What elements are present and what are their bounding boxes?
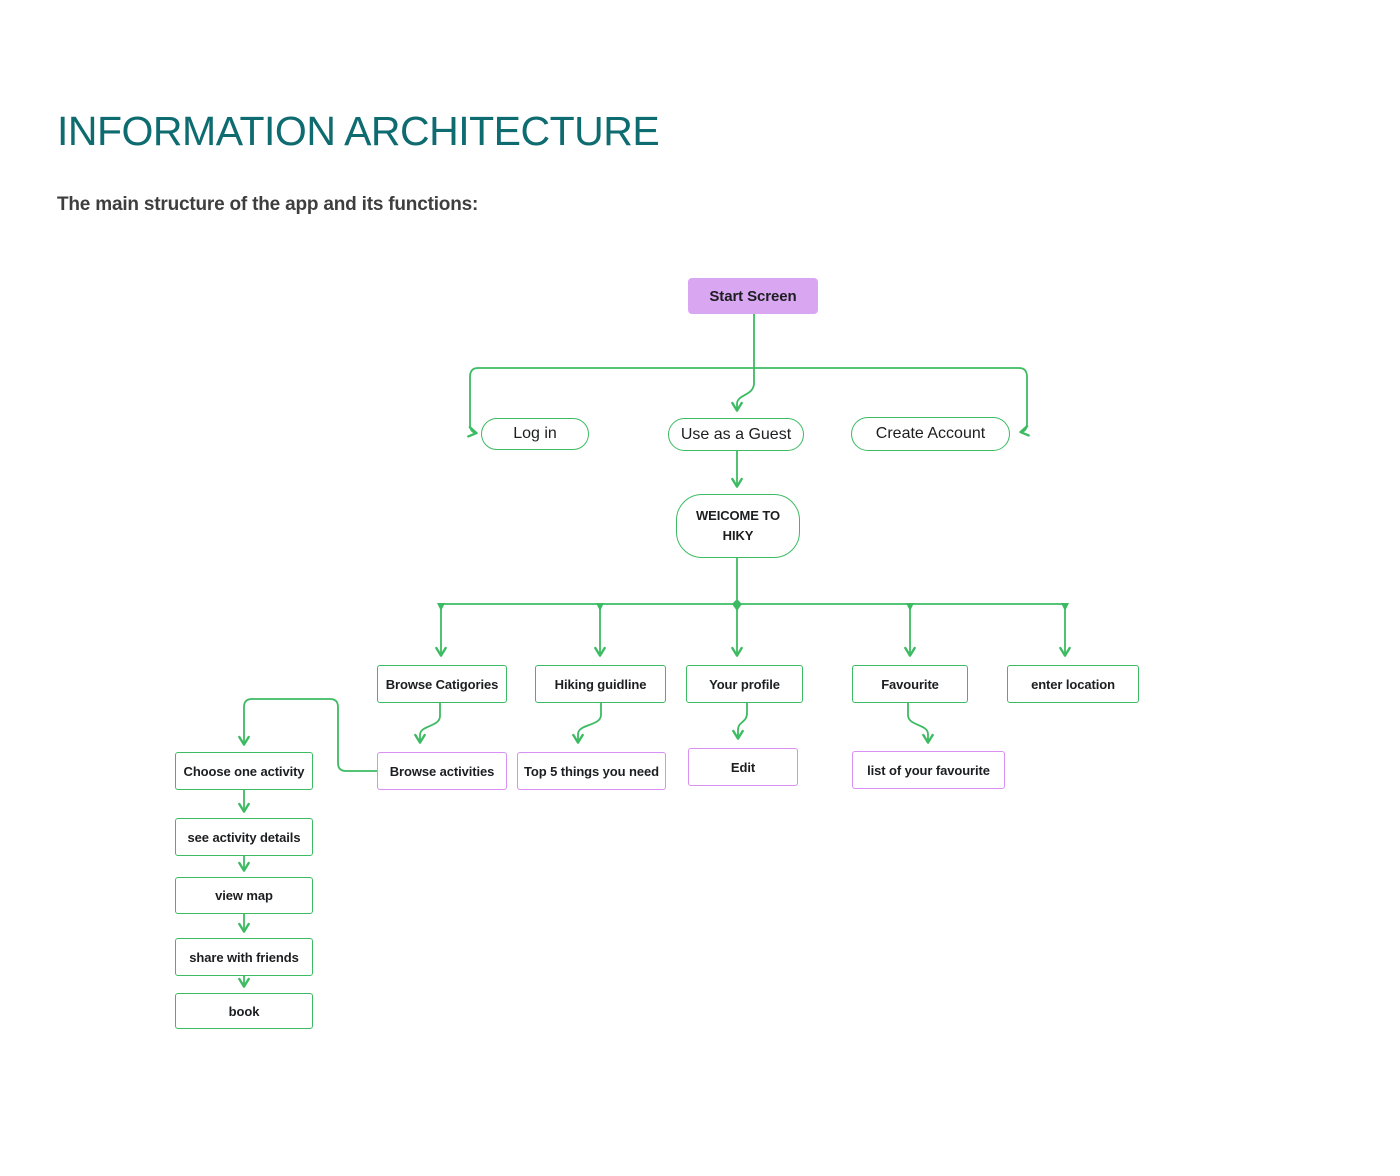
node-log-in: Log in — [481, 418, 589, 450]
node-start-screen: Start Screen — [688, 278, 818, 314]
node-list-of-your-favourite: list of your favourite — [852, 751, 1005, 789]
node-book: book — [175, 993, 313, 1029]
node-top-5-things-you-need: Top 5 things you need — [517, 752, 666, 790]
node-browse-catigories: Browse Catigories — [377, 665, 507, 703]
node-favourite: Favourite — [852, 665, 968, 703]
node-create-account: Create Account — [851, 417, 1010, 451]
page-title: INFORMATION ARCHITECTURE — [57, 108, 660, 154]
node-choose-one-activity: Choose one activity — [175, 752, 313, 790]
node-edit: Edit — [688, 748, 798, 786]
node-your-profile: Your profile — [686, 665, 803, 703]
node-see-activity-details: see activity details — [175, 818, 313, 856]
node-view-map: view map — [175, 877, 313, 914]
node-use-as-a-guest: Use as a Guest — [668, 418, 804, 451]
node-share-with-friends: share with friends — [175, 938, 313, 976]
node-enter-location: enter location — [1007, 665, 1139, 703]
node-browse-activities: Browse activities — [377, 752, 507, 790]
node-welcome-to-hiky: WEICOME TO HIKY — [676, 494, 800, 558]
node-hiking-guidline: Hiking guidline — [535, 665, 666, 703]
page-subtitle: The main structure of the app and its fu… — [57, 194, 479, 215]
